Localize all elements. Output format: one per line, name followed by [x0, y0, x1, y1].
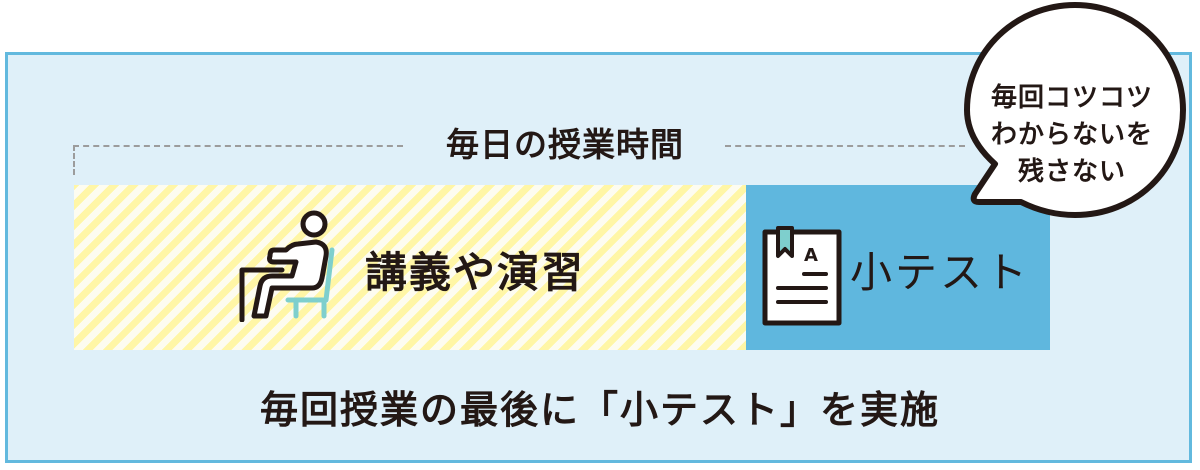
person-sitting-at-desk-icon — [239, 210, 335, 322]
svg-text:A: A — [804, 245, 818, 266]
period-label: 毎日の授業時間 — [446, 125, 684, 164]
speech-bubble-icon — [964, 2, 1186, 218]
bubble-line: わからないを — [990, 120, 1153, 150]
period-bracket-left — [73, 145, 403, 147]
bubble-line: 残さない — [1017, 157, 1126, 187]
summary-text: 毎回授業の最後に「小テスト」を実施 — [259, 388, 940, 432]
lecture-block — [74, 185, 746, 350]
bubble-line: 毎回コツコツ — [990, 83, 1153, 113]
test-sheet-icon: A — [762, 226, 842, 326]
period-bracket-tick — [73, 145, 75, 175]
quiz-label: 小テスト — [850, 248, 1031, 297]
period-bracket-right — [725, 145, 965, 147]
bubble-text: 毎回コツコツ わからないを 残さない — [972, 80, 1172, 191]
lecture-label: 講義や演習 — [365, 248, 586, 297]
